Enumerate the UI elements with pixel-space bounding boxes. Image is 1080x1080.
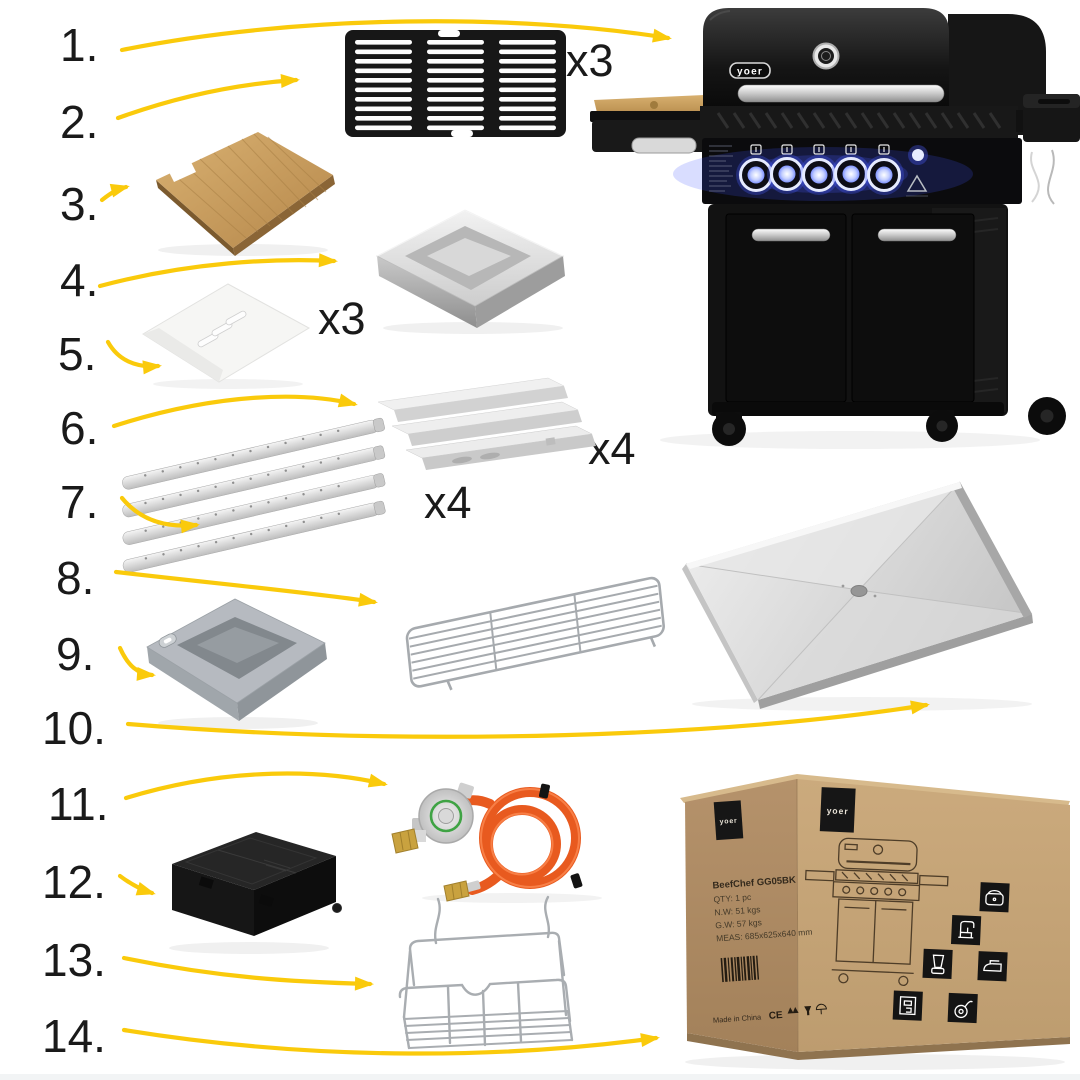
- appliance-icon-checkerboard: [892, 882, 1010, 1024]
- tray-drain-hole: [850, 585, 868, 597]
- basket-hook-left: [433, 897, 441, 945]
- barcode: [720, 955, 760, 983]
- ignition-button: [912, 149, 924, 161]
- heat-plate: [133, 268, 318, 398]
- grill-grate: [343, 28, 568, 145]
- gas-grill: yoer: [580, 0, 1080, 460]
- caster-wheels: [712, 397, 1066, 446]
- blender-icon: [931, 954, 945, 975]
- cart-door-left: [725, 213, 847, 403]
- qty-burner: x4: [424, 477, 472, 528]
- warming-rack: [388, 556, 696, 729]
- box-logo-right: [819, 787, 856, 833]
- arrow-2: [115, 73, 300, 121]
- grill-left-shelf: [590, 95, 710, 154]
- box-right-content: yoer: [804, 787, 1010, 1024]
- stand-mixer-icon: [958, 920, 975, 939]
- grill-logo-text: yoer: [737, 67, 763, 78]
- pan-hanging-tab: [158, 633, 177, 648]
- thermometer: [812, 42, 840, 70]
- grill-right-shelf: [1016, 94, 1080, 205]
- rice-cooker-icon: [985, 890, 1004, 906]
- shelf-hook-wire: [1030, 151, 1040, 203]
- item-number-3: 3.: [60, 178, 99, 230]
- item-number-4: 4.: [60, 254, 99, 306]
- stainless-pan: [365, 196, 575, 343]
- basket-hook-right: [543, 895, 551, 939]
- ce-mark: CE: [768, 1010, 783, 1022]
- qty-tamer: x4: [588, 423, 636, 474]
- packaging-box: yoer BeefChef GG05BK QTY: 1 pc N.W: 51 k…: [670, 770, 1080, 1077]
- coffee-machine-icon: [899, 996, 917, 1016]
- knob-icon-row: [750, 144, 890, 155]
- box-logo-right-text: yoer: [826, 805, 848, 816]
- control-panel: [673, 138, 1022, 204]
- item-number-2: 2.: [60, 96, 99, 148]
- bamboo-cutting-board: [138, 120, 343, 263]
- box-gw-text: G.W: 57 kgs: [715, 917, 762, 930]
- regulator-body: [412, 782, 474, 844]
- item-number-10: 10.: [42, 702, 106, 754]
- item-number-11: 11.: [48, 778, 109, 830]
- arrow-11: [123, 771, 388, 801]
- burner-knobs: [736, 144, 904, 195]
- board-notch: [168, 160, 196, 182]
- cart-door-right: [851, 213, 975, 403]
- flame-tamer: [368, 376, 596, 515]
- wine-glass-icon: [804, 1005, 812, 1016]
- burner-tube: [105, 412, 410, 605]
- fragile-arrows-icon: [787, 1007, 799, 1014]
- grill-lid: yoer: [703, 8, 949, 108]
- grease-pan: [133, 583, 338, 738]
- door-handle-right: [877, 228, 957, 242]
- battery-box-tab: [332, 903, 342, 913]
- warning-triangle-icon: [906, 174, 928, 192]
- door-handle-left: [751, 228, 831, 242]
- box-left-content: yoer BeefChef GG05BK QTY: 1 pc N.W: 51 k…: [712, 800, 827, 1025]
- item-number-1: 1.: [60, 19, 99, 71]
- item-number-6: 6.: [60, 402, 99, 454]
- grill-logo-badge: [729, 62, 771, 79]
- lid-handle: [737, 84, 945, 103]
- iron-icon: [983, 959, 1002, 972]
- box-nw-text: N.W: 51 kgs: [714, 904, 761, 917]
- box-grill-line-drawing: [804, 837, 949, 987]
- background-floor-strip: [0, 1074, 1080, 1080]
- firebox: [700, 106, 1018, 138]
- battery-box: [144, 816, 344, 969]
- item-number-14: 14.: [42, 1010, 106, 1062]
- brass-fittings: [391, 828, 481, 902]
- item-number-12: 12.: [42, 856, 106, 908]
- box-logo-left-text: yoer: [719, 818, 737, 826]
- box-qty-text: QTY: 1 pc: [713, 892, 752, 905]
- made-in-china-text: Made in China: [713, 1012, 763, 1024]
- item-number-9: 9.: [56, 628, 95, 680]
- item-number-5: 5.: [58, 328, 97, 380]
- gas-regulator-hose: [372, 756, 637, 911]
- box-right-face: [797, 779, 1070, 1052]
- hanging-basket: [378, 893, 593, 1080]
- packaging-symbol-icons: [787, 1003, 827, 1016]
- item-number-13: 13.: [42, 934, 106, 986]
- item-number-8: 8.: [56, 552, 95, 604]
- grill-head-side: [948, 14, 1046, 135]
- grill-cart: [708, 204, 1066, 446]
- drip-tray: [662, 470, 1047, 717]
- box-logo-left: [713, 800, 744, 841]
- box-left-face: [685, 779, 798, 1052]
- umbrella-icon: [815, 1003, 827, 1015]
- panel-text-block: [709, 145, 733, 192]
- vacuum-icon: [954, 1000, 973, 1019]
- qty-plate: x3: [318, 293, 366, 344]
- item-number-7: 7.: [60, 476, 99, 528]
- arrow-3: [99, 183, 130, 203]
